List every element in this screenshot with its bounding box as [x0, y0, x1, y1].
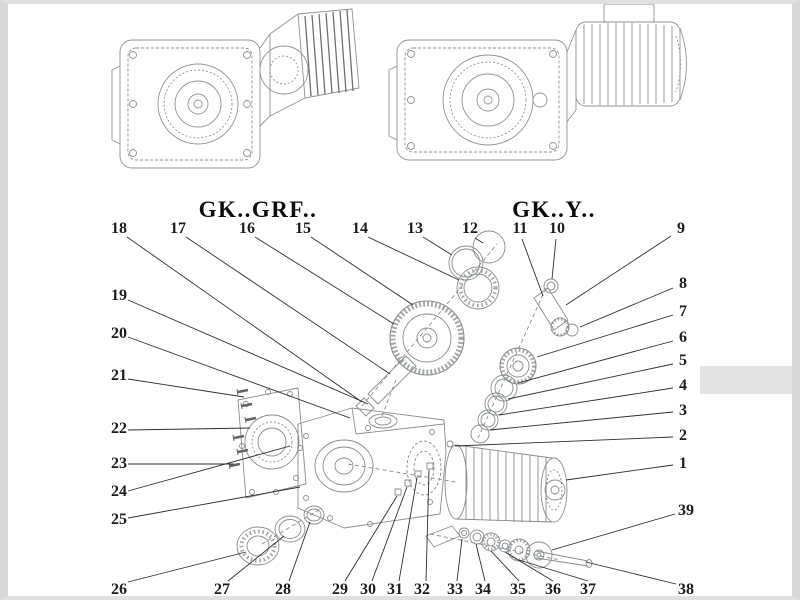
leader-line-18	[126, 236, 363, 403]
callout-17: 17	[170, 220, 186, 237]
callout-27: 27	[214, 581, 230, 598]
callout-33: 33	[447, 581, 463, 598]
callout-21: 21	[111, 367, 127, 384]
leader-line-9	[565, 235, 672, 306]
leader-line-4	[498, 387, 674, 416]
edge-artifact	[700, 366, 792, 394]
exploded-view	[228, 230, 593, 569]
leader-line-26	[127, 551, 247, 583]
callout-2: 2	[679, 427, 687, 444]
leader-line-10	[551, 238, 557, 280]
leader-line-2	[454, 436, 674, 447]
callout-15: 15	[295, 220, 311, 237]
leader-line-20	[127, 336, 351, 419]
gearbox-y-illustration	[388, 4, 687, 161]
model-title-y: GK..Y..	[512, 197, 596, 222]
callout-25: 25	[111, 511, 127, 528]
callout-18: 18	[111, 220, 127, 237]
leader-line-7	[536, 314, 674, 358]
leader-line-39	[551, 513, 676, 551]
model-title-grf: GK..GRF..	[198, 197, 318, 222]
leader-line-15	[310, 236, 414, 306]
callout-24: 24	[111, 483, 127, 500]
leader-line-27	[227, 535, 285, 582]
callout-13: 13	[407, 220, 423, 237]
leader-line-16	[254, 236, 395, 325]
leader-line-3	[489, 411, 674, 431]
callout-19: 19	[111, 287, 127, 304]
callout-29: 29	[332, 581, 348, 598]
callout-35: 35	[510, 581, 526, 598]
leader-line-30	[371, 486, 408, 582]
leader-line-14	[367, 236, 460, 281]
callout-26: 26	[111, 581, 127, 598]
callout-1: 1	[679, 455, 687, 472]
leader-line-35	[490, 550, 520, 582]
leader-line-12	[474, 237, 484, 244]
callout-32: 32	[414, 581, 430, 598]
leader-line-17	[185, 236, 391, 375]
leader-line-33	[456, 538, 463, 582]
leader-line-5	[507, 363, 674, 400]
leader-line-29	[344, 495, 398, 582]
leader-line-37	[518, 559, 589, 582]
leader-line-1	[565, 464, 674, 481]
callout-36: 36	[545, 581, 561, 598]
leader-line-22	[127, 427, 251, 431]
callout-11: 11	[512, 220, 528, 237]
leader-line-21	[127, 378, 245, 398]
leader-line-31	[398, 477, 418, 582]
callout-31: 31	[387, 581, 403, 598]
callout-28: 28	[275, 581, 291, 598]
leader-line-25	[127, 486, 301, 519]
leader-line-8	[579, 287, 674, 328]
callout-30: 30	[360, 581, 376, 598]
leader-line-32	[425, 469, 430, 582]
callout-22: 22	[111, 420, 127, 437]
leader-lines	[126, 235, 677, 585]
callout-4: 4	[679, 377, 687, 394]
leader-line-28	[288, 521, 311, 582]
leader-line-36	[504, 551, 554, 582]
callout-23: 23	[111, 455, 127, 472]
leader-line-34	[475, 543, 486, 582]
callout-12: 12	[462, 220, 478, 237]
leader-line-19	[127, 299, 369, 405]
callout-9: 9	[677, 220, 685, 237]
gearbox-grf-illustration	[111, 8, 360, 169]
leader-line-6	[517, 340, 674, 384]
leader-line-13	[422, 236, 453, 256]
callout-37: 37	[580, 581, 596, 598]
callout-39: 39	[678, 502, 694, 519]
callout-34: 34	[475, 581, 491, 598]
callout-7: 7	[679, 303, 687, 320]
callout-20: 20	[111, 325, 127, 342]
callout-38: 38	[678, 581, 694, 598]
leader-line-11	[521, 238, 544, 297]
callout-5: 5	[679, 352, 687, 369]
callout-6: 6	[679, 329, 687, 346]
callout-8: 8	[679, 275, 687, 292]
callout-10: 10	[549, 220, 565, 237]
callout-3: 3	[679, 402, 687, 419]
callout-16: 16	[239, 220, 255, 237]
leader-line-38	[585, 561, 677, 585]
leader-line-24	[127, 445, 291, 492]
callout-14: 14	[352, 220, 368, 237]
